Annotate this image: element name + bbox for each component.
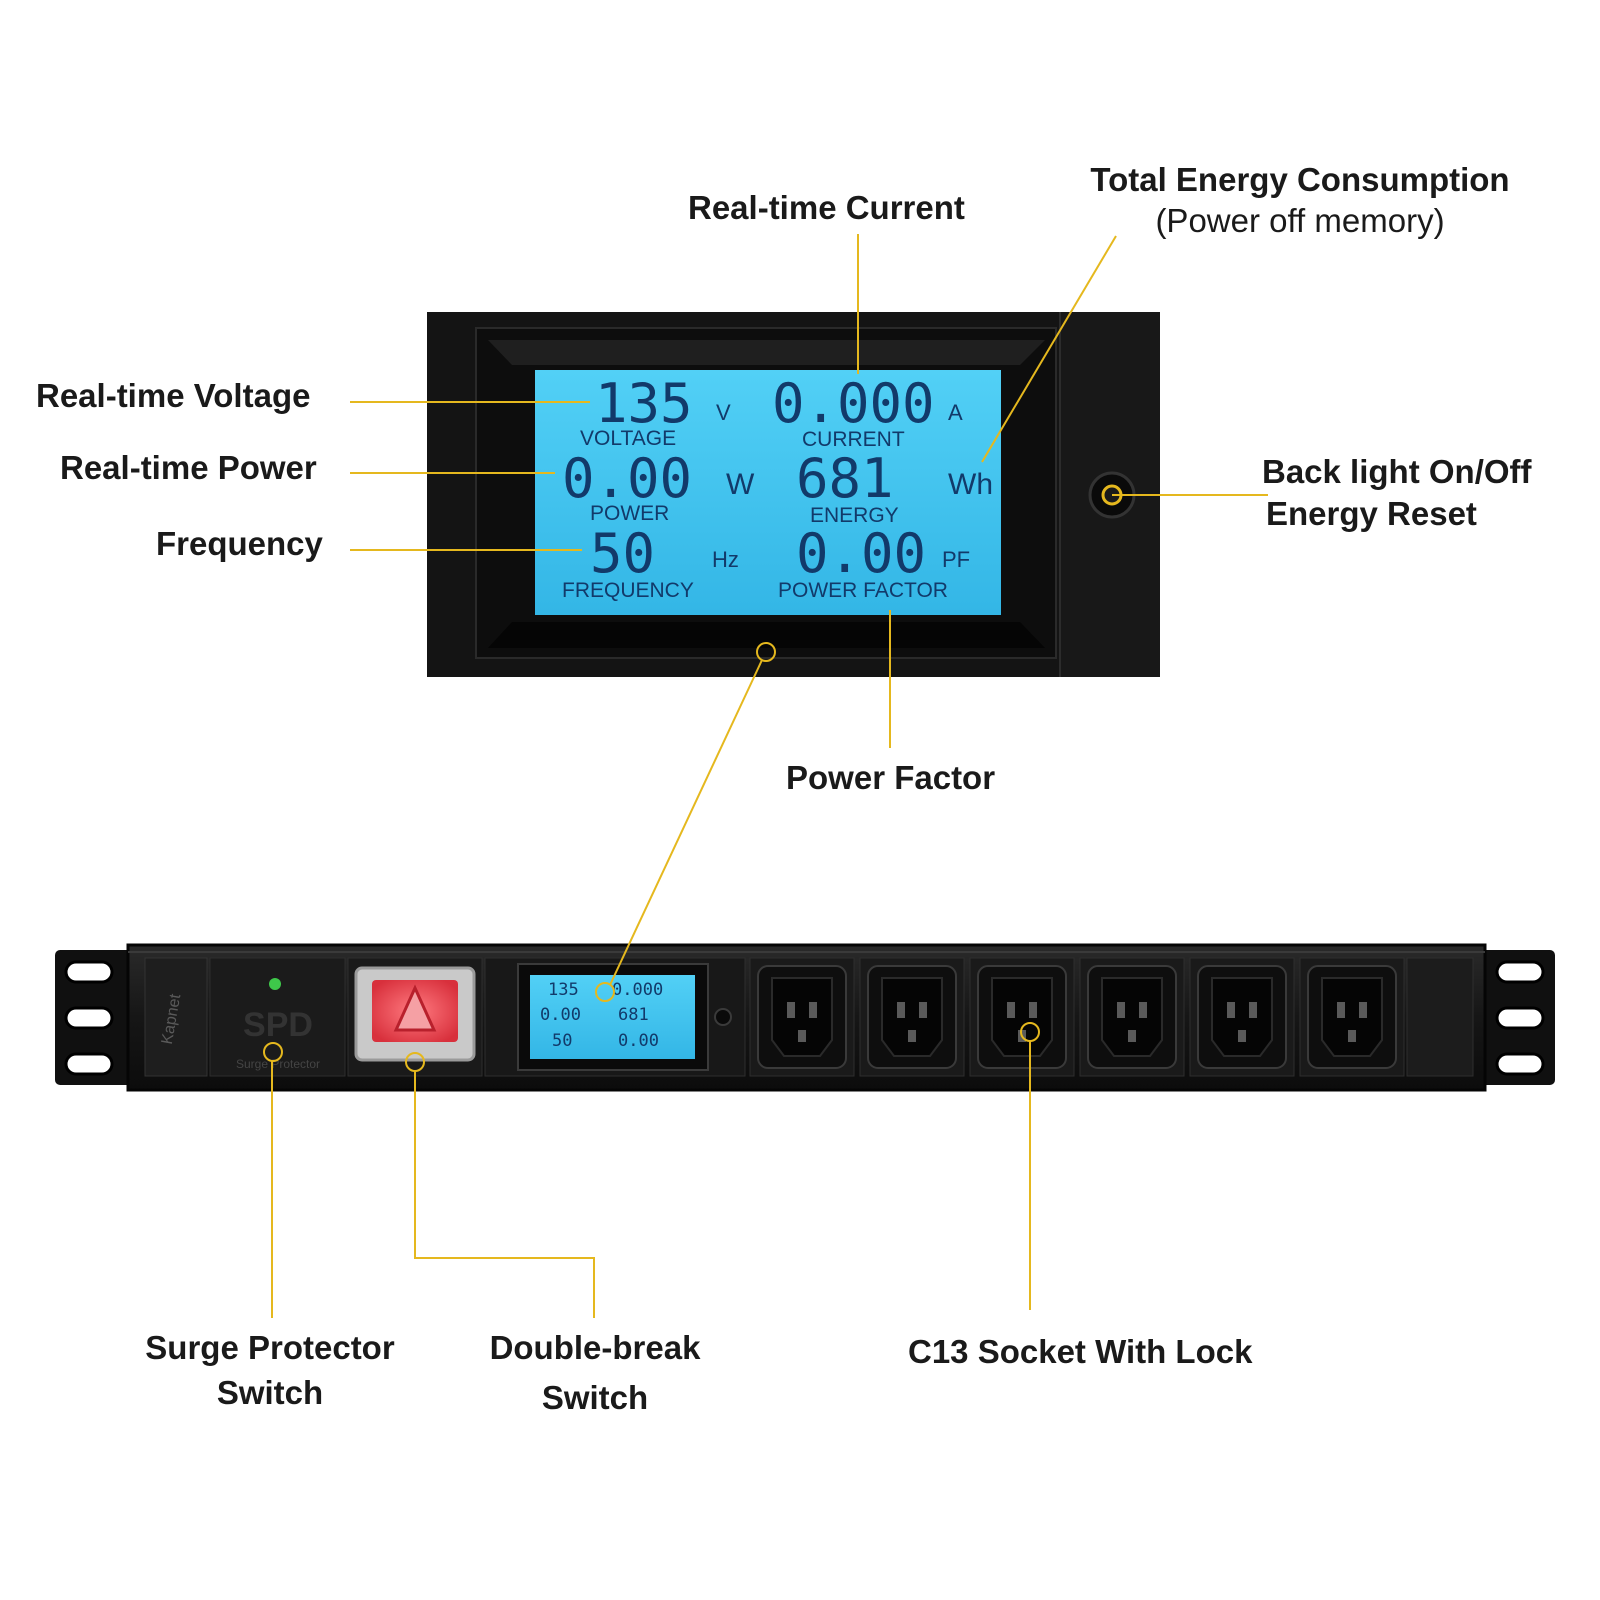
lcd-screen: 135 V VOLTAGE 0.000 A CURRENT 0.00 W POW… [535, 370, 1001, 615]
lcd-pf-caption: POWER FACTOR [778, 579, 948, 602]
socket-row [749, 957, 1405, 1077]
lcd-current-value: 0.000 [772, 372, 935, 435]
mini-current-value: 0.000 [612, 980, 663, 1000]
energy-reset-label: Energy Reset [1266, 495, 1477, 532]
double-break-callout: Double-break [489, 1329, 701, 1366]
lcd-voltage-unit: V [716, 400, 731, 425]
lcd-pf-unit: PF [942, 547, 970, 572]
total-energy-sublabel: (Power off memory) [1155, 202, 1445, 239]
c13-socket-callout: C13 Socket With Lock [908, 1333, 1253, 1370]
c13-socket[interactable] [859, 957, 965, 1077]
warning-icon [393, 984, 437, 1032]
c13-socket[interactable] [969, 957, 1075, 1077]
lcd-power-value: 0.00 [562, 447, 692, 510]
lcd-power-caption: POWER [590, 502, 669, 525]
surge-protector-label: Surge Protector [236, 1057, 320, 1071]
surge-switch-callout: Switch [216, 1374, 324, 1411]
lcd-frequency-value: 50 [590, 522, 655, 585]
lcd-energy-caption: ENERGY [810, 504, 899, 527]
lcd-power-unit: W [726, 468, 755, 501]
spd-module[interactable] [209, 957, 346, 1077]
lcd-voltage-value: 135 [595, 372, 693, 435]
c13-socket[interactable] [749, 957, 855, 1077]
leader-lines [263, 234, 1268, 1318]
surge-protector-callout: Surge Protector [145, 1329, 395, 1366]
c13-socket[interactable] [1079, 957, 1185, 1077]
mini-frequency-value: 50 [552, 1031, 572, 1051]
backlight-label: Back light On/Off [1262, 453, 1532, 490]
mini-pf-value: 0.00 [618, 1031, 659, 1051]
lcd-current-unit: A [948, 400, 963, 425]
mini-energy-value: 681 [618, 1005, 649, 1025]
lcd-energy-value: 681 [796, 447, 894, 510]
c13-socket[interactable] [1189, 957, 1295, 1077]
total-energy-label: Total Energy Consumption [1090, 161, 1510, 198]
realtime-current-label: Real-time Current [688, 189, 965, 226]
c13-socket[interactable] [1299, 957, 1405, 1077]
double-break-switch-callout: Switch [541, 1379, 649, 1416]
spd-label: SPD [243, 1006, 313, 1044]
lcd-current-caption: CURRENT [802, 428, 905, 451]
mini-voltage-value: 135 [548, 980, 579, 1000]
power-factor-label: Power Factor [786, 759, 996, 796]
pdu-strip: Kapnet SPD Surge Protector 135 0.000 0.0… [55, 943, 1555, 1092]
lcd-voltage-caption: VOLTAGE [580, 427, 676, 450]
realtime-power-label: Real-time Power [60, 449, 317, 486]
frequency-label: Frequency [156, 525, 323, 562]
lcd-frequency-unit: Hz [712, 547, 739, 572]
lcd-pf-value: 0.00 [796, 522, 926, 585]
mini-backlight-button[interactable] [714, 1008, 732, 1026]
lcd-energy-unit: Wh [948, 468, 993, 501]
spd-led [269, 978, 281, 990]
realtime-voltage-label: Real-time Voltage [36, 377, 311, 414]
lcd-frequency-caption: FREQUENCY [562, 579, 694, 602]
mini-power-value: 0.00 [540, 1005, 581, 1025]
